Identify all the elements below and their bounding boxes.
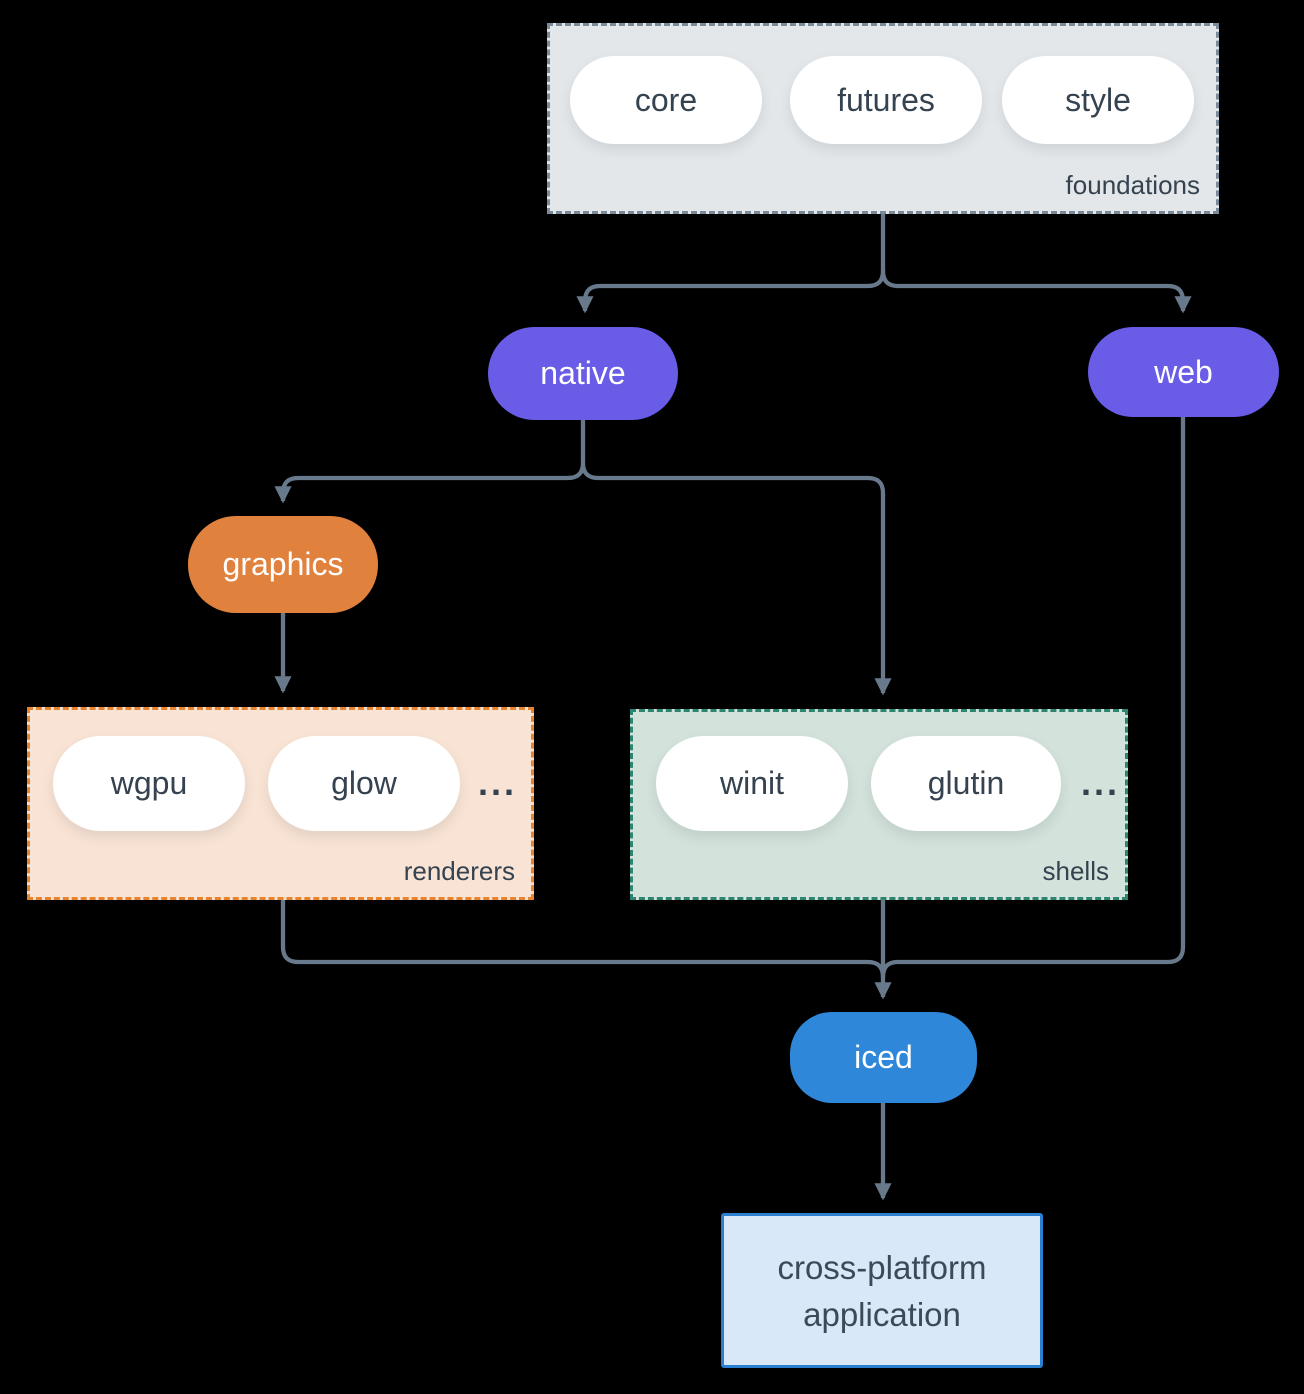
node-web: web (1088, 327, 1279, 417)
renderers-group: wgpu glow ... renderers (27, 707, 534, 900)
shells-label: shells (1042, 856, 1109, 886)
foundations-label: foundations (1065, 170, 1200, 200)
foundations-group: core futures style foundations (547, 23, 1219, 214)
cross-platform-application-box: cross-platform application (721, 1213, 1043, 1368)
renderers-ellipsis: ... (478, 762, 518, 803)
node-core: core (570, 56, 762, 144)
shells-ellipsis: ... (1081, 762, 1121, 803)
application-label-line2: application (803, 1295, 961, 1333)
node-graphics: graphics (188, 516, 378, 613)
node-iced: iced (790, 1012, 977, 1103)
shells-group: winit glutin ... shells (630, 709, 1128, 900)
node-glutin: glutin (871, 736, 1061, 831)
renderers-label: renderers (403, 856, 515, 886)
node-native: native (488, 327, 678, 420)
node-glow: glow (268, 736, 460, 831)
node-wgpu: wgpu (53, 736, 245, 831)
node-style: style (1002, 56, 1194, 144)
application-label-line1: cross-platform (777, 1248, 987, 1286)
node-winit: winit (656, 736, 848, 831)
node-futures: futures (790, 56, 982, 144)
